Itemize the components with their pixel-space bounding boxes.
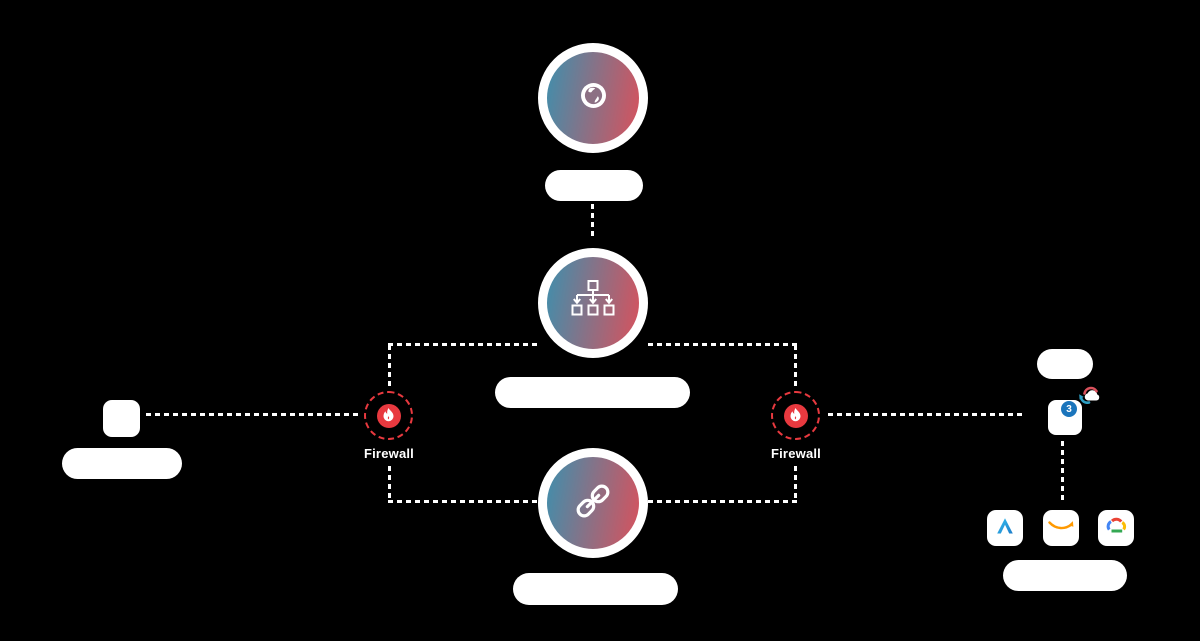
connector-firewall-to-cloud [828, 413, 1025, 416]
firewall-right [771, 391, 820, 440]
azure-icon [995, 516, 1015, 541]
node-connectivity [538, 448, 648, 558]
label-pill-client [62, 448, 182, 479]
label-pill-load-balancer [495, 377, 690, 408]
flame-icon [376, 403, 401, 428]
label-pill-connectivity [513, 573, 678, 605]
node-internet [538, 43, 648, 153]
connector-left-top-vertical [388, 345, 391, 387]
connector-cloud-to-providers [1061, 441, 1064, 504]
firewall-left [364, 391, 413, 440]
node-load-balancer [538, 248, 648, 358]
connector-left-bottom-horizontal [388, 500, 538, 503]
provider-aws-tile [1043, 510, 1079, 546]
label-pill-cloud [1037, 349, 1093, 379]
multicloud-icon [1075, 385, 1103, 409]
chain-link-icon [573, 481, 613, 526]
cloud-count-badge: 3 [1061, 401, 1077, 417]
client-device [103, 400, 140, 437]
connector-right-bottom-horizontal [648, 500, 798, 503]
connector-left-bottom-vertical [388, 466, 391, 502]
globe-icon [580, 83, 606, 113]
label-pill-internet [545, 170, 643, 201]
load-balancer-icon [571, 279, 615, 328]
firewall-right-label: Firewall [770, 446, 821, 461]
connector-right-bottom-vertical [794, 466, 797, 502]
label-pill-providers [1003, 560, 1127, 591]
firewall-left-label: Firewall [363, 446, 414, 461]
flame-icon [783, 403, 808, 428]
connector-client-to-firewall [146, 413, 358, 416]
provider-google-cloud-tile [1098, 510, 1134, 546]
connector-internet-to-distributor [591, 204, 594, 238]
connector-right-top-horizontal [648, 343, 798, 346]
provider-azure-tile [987, 510, 1023, 546]
aws-icon [1048, 519, 1074, 537]
connector-left-top-horizontal [388, 343, 538, 346]
google-cloud-icon [1105, 517, 1128, 539]
connector-right-top-vertical [794, 345, 797, 387]
